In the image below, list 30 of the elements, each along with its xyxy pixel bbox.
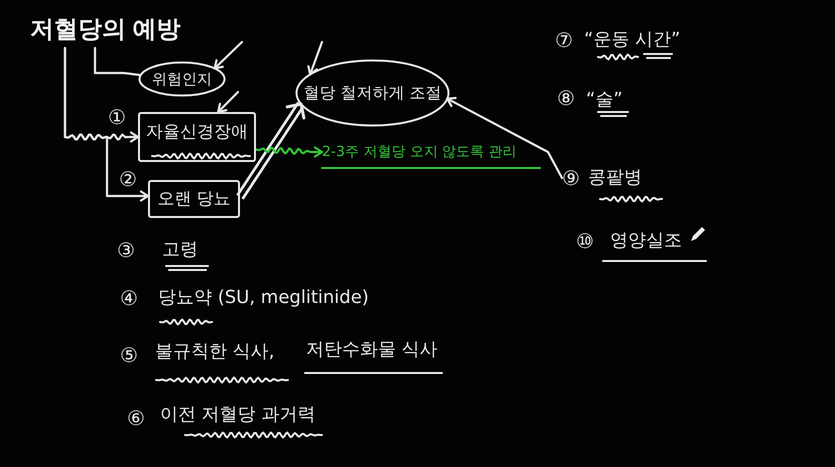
list-text: 고령 <box>162 239 198 261</box>
circled-number: ⑧ <box>557 86 575 110</box>
circled-number: ⑦ <box>555 28 573 52</box>
circled-number: ⑤ <box>120 343 138 367</box>
list-text: 당뇨약 (SU, meglitinide) <box>158 287 369 309</box>
connector-line <box>94 46 142 76</box>
list-text: 이전 저혈당 과거력 <box>160 404 316 426</box>
list-text: 영양실조 <box>610 230 682 252</box>
arrow <box>214 40 244 70</box>
arrow <box>446 96 564 180</box>
arrow <box>64 46 150 202</box>
circled-number: ④ <box>120 286 138 310</box>
list-text: 불규칙한 식사, <box>155 341 274 363</box>
arrow <box>307 40 324 76</box>
arrow <box>217 90 240 114</box>
text-box: 오랜 당뇨 <box>148 180 240 218</box>
oval: 위험인지 <box>138 61 226 97</box>
list-text: 저탄수화물 식사 <box>306 339 438 361</box>
list-text: “술” <box>586 89 623 111</box>
circled-number: ③ <box>117 238 135 262</box>
list-text: “운동 시간” <box>584 29 680 51</box>
circled-number: ⑩ <box>576 229 594 253</box>
arrow <box>254 146 324 158</box>
circled-number: ⑥ <box>127 406 145 430</box>
arrow <box>236 100 306 202</box>
heading: 저혈당의 예방 <box>30 12 190 48</box>
text-box: 자율신경장애 <box>138 112 256 162</box>
oval: 혈당 철저하게 조절 <box>295 59 450 127</box>
list-item: ⑨ 콩팥병 <box>562 164 658 192</box>
note-text: 2-3주 저혈당 오지 않도록 관리 <box>322 141 527 163</box>
